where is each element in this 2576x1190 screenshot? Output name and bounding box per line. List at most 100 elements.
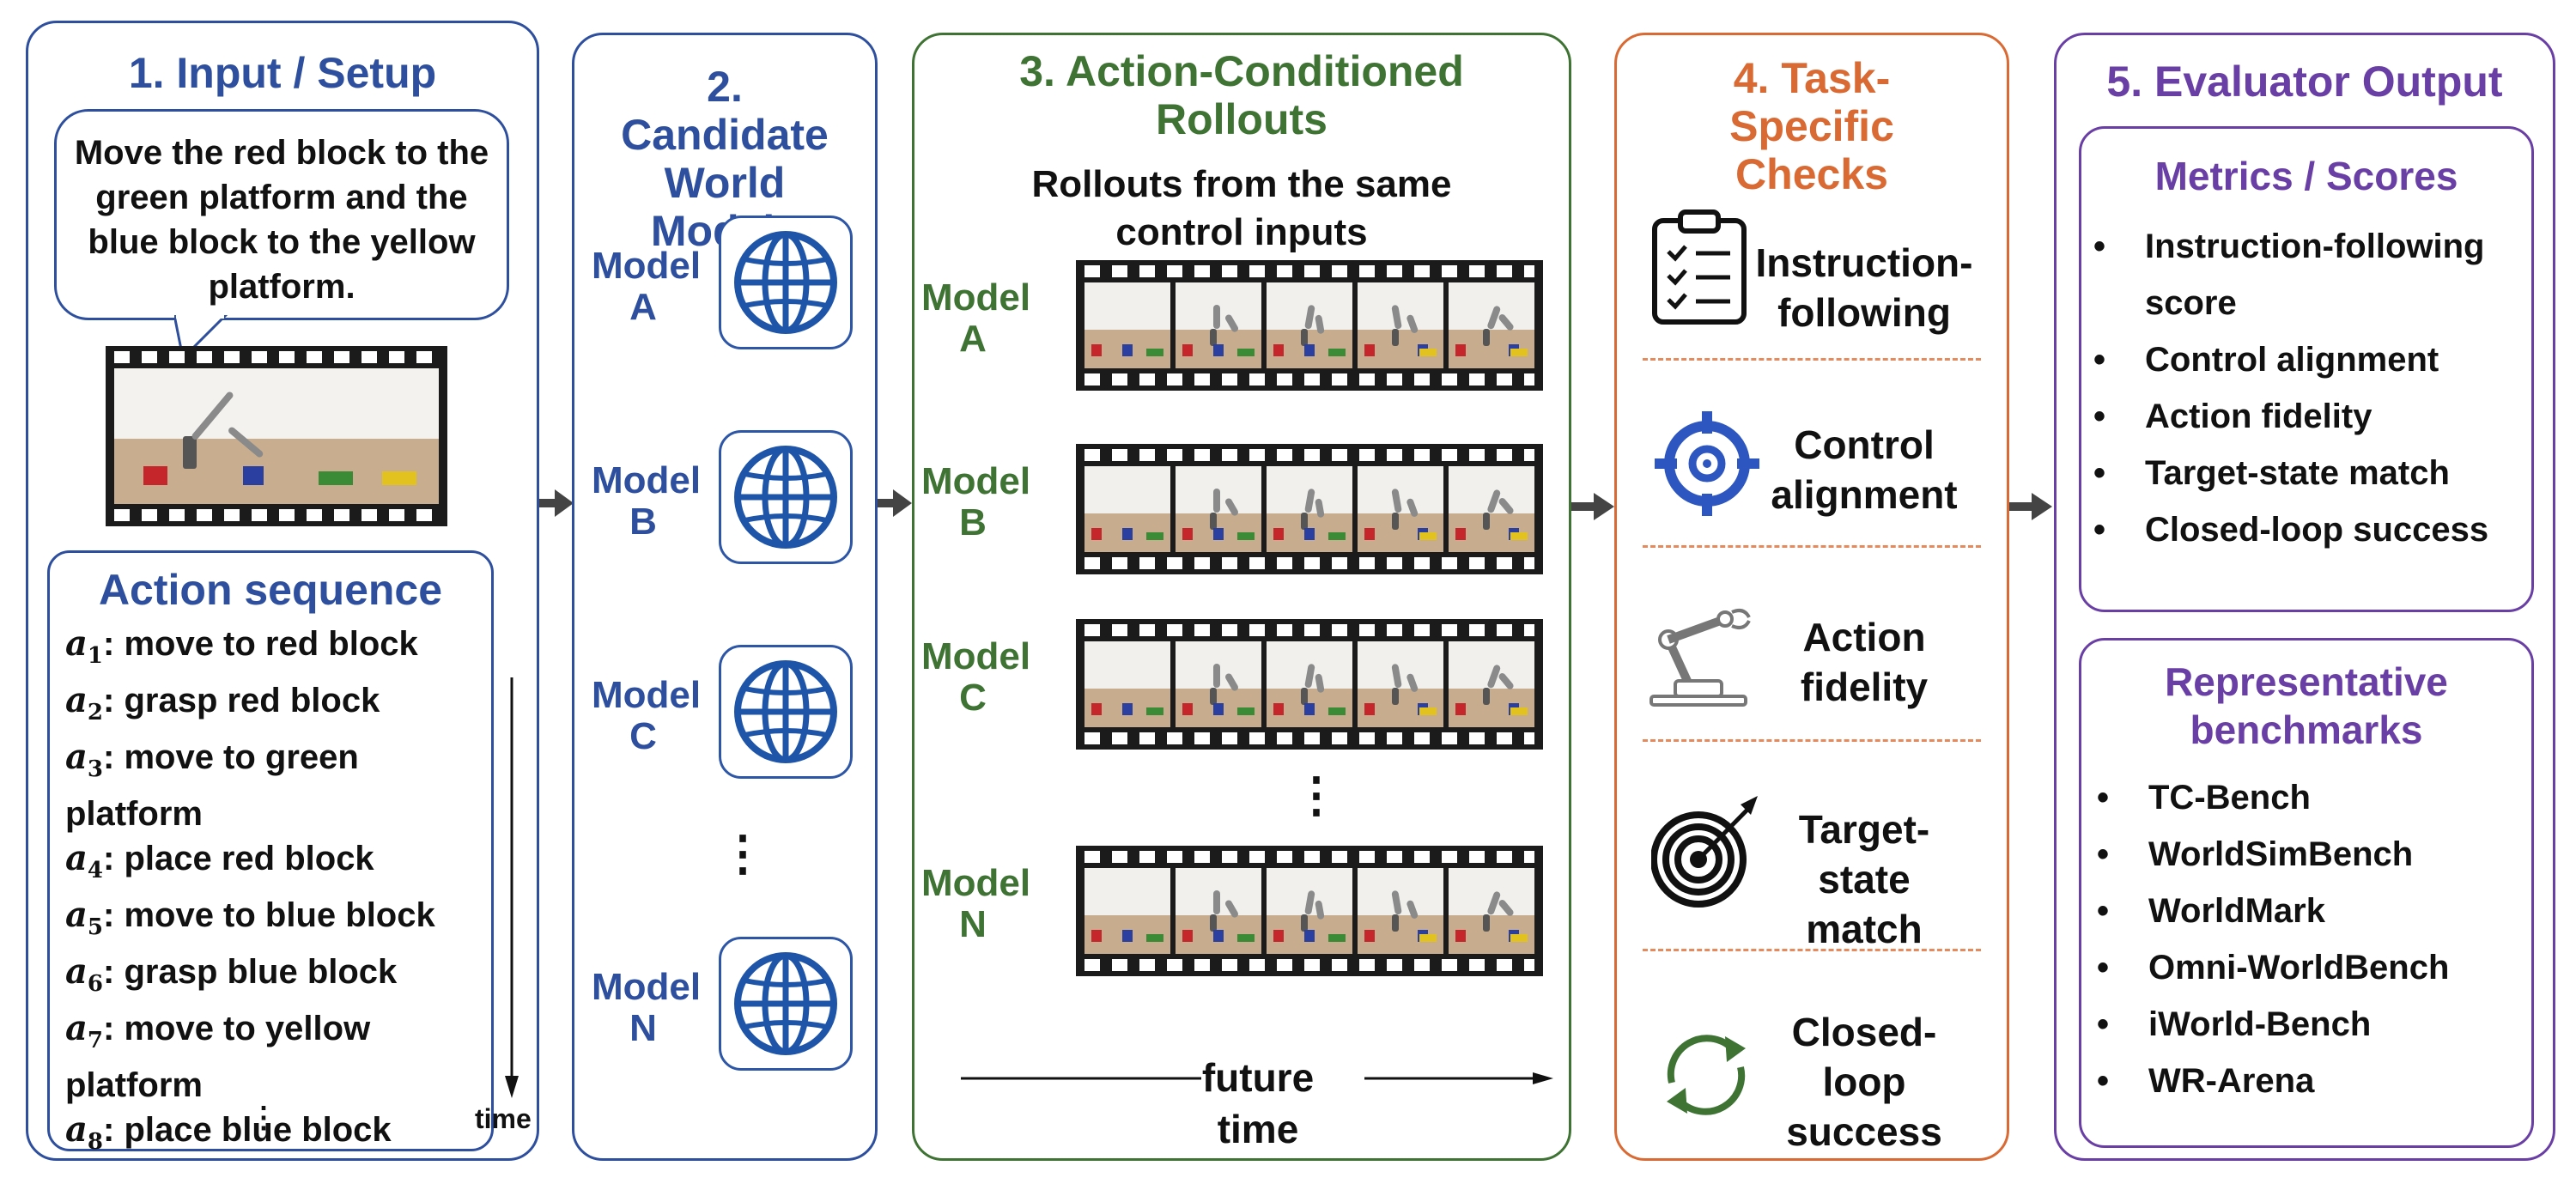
rollout-frame bbox=[1176, 641, 1261, 727]
rollout-frame bbox=[1084, 641, 1170, 727]
action-text: : move to blue block bbox=[103, 896, 435, 934]
rollout-frame bbox=[1084, 282, 1170, 368]
arrow-4-5 bbox=[2009, 493, 2052, 520]
model-letter: N bbox=[959, 903, 987, 945]
arrow-2-3 bbox=[878, 489, 912, 517]
panel-title: 5. Evaluator Output bbox=[2106, 58, 2503, 106]
model-word: Model bbox=[592, 674, 702, 716]
metric-item: Control alignment bbox=[2093, 331, 2523, 388]
benchmark-item: WR-Arena bbox=[2097, 1053, 2526, 1109]
benchmark-item: TC-Bench bbox=[2097, 769, 2526, 826]
rollout-frame bbox=[1449, 868, 1534, 954]
action-text: : place blue block bbox=[103, 1111, 392, 1149]
benchmarks-title: Representative benchmarks bbox=[2165, 659, 2448, 752]
rollout-frame bbox=[1358, 466, 1443, 552]
metric-item: Action fidelity bbox=[2093, 388, 2523, 445]
action-ellipsis: ⋮ bbox=[249, 1102, 278, 1134]
robot-arm-icon bbox=[1649, 609, 1751, 707]
rollout-frame bbox=[1267, 282, 1352, 368]
rollout-frame bbox=[1449, 282, 1534, 368]
metric-item: Closed-loop success bbox=[2093, 501, 2523, 558]
benchmark-item: WorldMark bbox=[2097, 883, 2526, 939]
separator bbox=[1643, 739, 1981, 742]
clipboard-checklist-icon bbox=[1652, 209, 1747, 325]
separator bbox=[1643, 358, 1981, 361]
rollout-frame bbox=[1176, 466, 1261, 552]
action-step: a2: grasp red block bbox=[65, 678, 469, 735]
action-symbol: a8 bbox=[65, 1109, 104, 1155]
world-model-card bbox=[719, 937, 853, 1071]
bullseye-dart-icon bbox=[1651, 796, 1758, 908]
benchmarks-list: TC-BenchWorldSimBenchWorldMarkOmni-World… bbox=[2097, 769, 2526, 1109]
panel-title: 3. Action-Conditioned Rollouts bbox=[1019, 47, 1464, 143]
model-letter: A bbox=[629, 286, 657, 328]
model-word: Model bbox=[921, 862, 1031, 904]
rollout-frame bbox=[1358, 868, 1443, 954]
panel-evaluator-output: 5. Evaluator Output Metrics / Scores Ins… bbox=[2054, 33, 2555, 1161]
action-step: a7: move to yellow platform bbox=[65, 1006, 469, 1108]
world-model-card bbox=[719, 216, 853, 349]
model-word: Model bbox=[592, 459, 702, 501]
separator bbox=[1643, 545, 1981, 548]
rollout-filmstrip bbox=[1076, 619, 1543, 750]
model-letter: A bbox=[959, 318, 987, 360]
globe-icon bbox=[734, 952, 837, 1055]
rollout-frame bbox=[1176, 282, 1261, 368]
metrics-title: Metrics / Scores bbox=[2154, 154, 2458, 198]
panel-input-setup: 1. Input / Setup Move the red block to t… bbox=[26, 21, 539, 1161]
future-time-label: future time bbox=[1172, 1052, 1344, 1155]
rollout-frame bbox=[1084, 868, 1170, 954]
arrow-3-4 bbox=[1571, 493, 1614, 520]
rollout-frame bbox=[1449, 641, 1534, 727]
cycle-arrows-icon bbox=[1667, 1035, 1746, 1115]
model-word: Model bbox=[921, 460, 1031, 502]
rollout-frame bbox=[1267, 868, 1352, 954]
metric-item: Instruction-following score bbox=[2093, 218, 2523, 331]
action-text: : move to green platform bbox=[65, 738, 359, 833]
target-crosshair-icon bbox=[1655, 411, 1759, 516]
rollouts-subtitle: Rollouts from the same control inputs bbox=[1031, 163, 1452, 253]
metrics-list: Instruction-following scoreControl align… bbox=[2093, 218, 2523, 558]
rollout-frame bbox=[1267, 466, 1352, 552]
separator bbox=[1643, 949, 1981, 951]
globe-icon bbox=[734, 231, 837, 334]
action-step: a8: place blue block bbox=[65, 1108, 469, 1164]
instruction-text: Move the red block to the green platform… bbox=[74, 134, 489, 306]
action-symbol: a1 bbox=[65, 623, 104, 669]
future-label: future bbox=[1201, 1055, 1315, 1100]
models-ellipsis: ⋮ bbox=[719, 826, 767, 880]
model-word: Model bbox=[592, 245, 702, 287]
rollout-frame bbox=[1358, 282, 1443, 368]
time-label: time bbox=[1217, 1107, 1299, 1151]
panel-title: 1. Input / Setup bbox=[128, 49, 437, 97]
world-model-card bbox=[719, 645, 853, 779]
model-letter: C bbox=[629, 715, 657, 757]
rollout-frame bbox=[1449, 466, 1534, 552]
rollout-frame bbox=[1267, 641, 1352, 727]
benchmarks-box: Representative benchmarks TC-BenchWorldS… bbox=[2079, 638, 2534, 1148]
benchmark-item: Omni-WorldBench bbox=[2097, 939, 2526, 996]
model-letter: B bbox=[629, 501, 657, 543]
benchmark-item: iWorld-Bench bbox=[2097, 996, 2526, 1053]
action-symbol: a7 bbox=[65, 1008, 104, 1053]
metric-item: Target-state match bbox=[2093, 445, 2523, 501]
metrics-box: Metrics / Scores Instruction-following s… bbox=[2079, 126, 2534, 612]
action-step: a5: move to blue block bbox=[65, 893, 469, 950]
action-text: : grasp red block bbox=[103, 682, 380, 719]
action-step: a6: grasp blue block bbox=[65, 950, 469, 1006]
rollout-frame bbox=[1084, 466, 1170, 552]
arrow-1-2 bbox=[539, 489, 574, 517]
rollouts-ellipsis: ⋮ bbox=[1292, 768, 1340, 822]
action-step: a3: move to green platform bbox=[65, 735, 469, 836]
rollout-frame bbox=[1358, 641, 1443, 727]
check-label: Closed-loop success bbox=[1786, 1010, 1942, 1154]
action-text: : grasp blue block bbox=[103, 953, 398, 991]
scene-image bbox=[106, 346, 447, 526]
check-label: Instruction-following bbox=[1755, 240, 1973, 335]
action-symbol: a2 bbox=[65, 680, 104, 726]
